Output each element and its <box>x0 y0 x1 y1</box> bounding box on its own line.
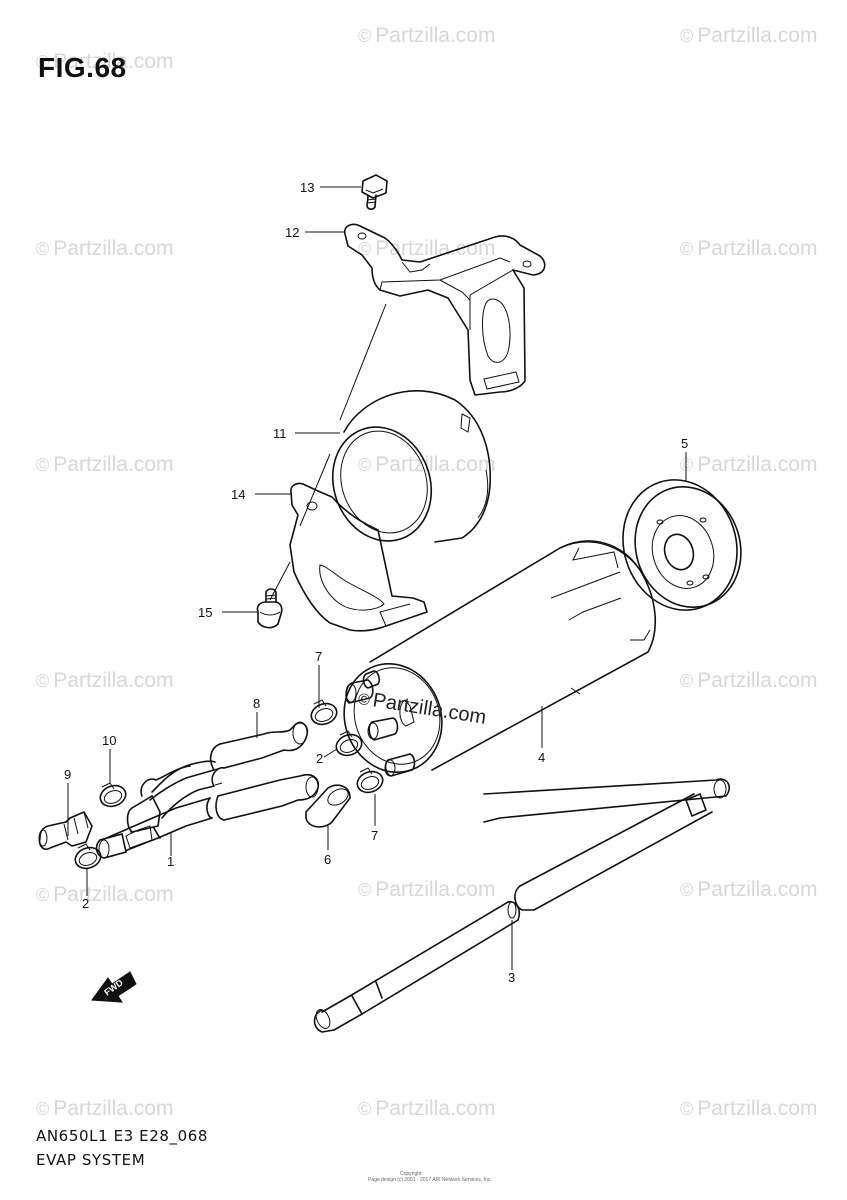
watermark: ©Partzilla.com <box>36 669 174 692</box>
diagram-code: AN650L1 E3 E28_068 <box>36 1127 209 1145</box>
callout-15: 15 <box>198 605 212 620</box>
callout-11: 11 <box>273 426 287 441</box>
watermark: ©Partzilla.com <box>358 24 496 47</box>
callout-3: 3 <box>508 970 515 985</box>
callout-7-lower: 7 <box>371 828 378 843</box>
callout-6: 6 <box>324 852 331 867</box>
watermark: ©Partzilla.com <box>680 669 818 692</box>
copyright-line-2: Page design (c) 2001 - 2017 ARI Network … <box>368 1177 492 1183</box>
part-1-hose <box>95 773 320 859</box>
callout-5: 5 <box>681 436 688 451</box>
callout-12: 12 <box>285 225 299 240</box>
part-6-short-hose <box>305 784 351 828</box>
system-name: EVAP SYSTEM <box>36 1151 146 1169</box>
callout-13: 13 <box>300 180 314 195</box>
part-11-cushion-ring <box>331 390 492 543</box>
part-9-fitting <box>38 811 93 851</box>
callout-10: 10 <box>102 733 116 748</box>
watermark: ©Partzilla.com <box>36 237 174 260</box>
watermark: ©Partzilla.com <box>36 883 174 906</box>
part-2-clamp <box>74 843 102 870</box>
part-5-end-cap <box>622 479 742 611</box>
callout-2-lower: 2 <box>82 896 89 911</box>
callout-1: 1 <box>167 854 174 869</box>
part-15-bolt <box>256 588 283 629</box>
part-13-bolt <box>361 174 388 210</box>
part-10-clamp <box>99 782 127 808</box>
copyright-line-1: Copyright <box>400 1171 422 1177</box>
callout-4: 4 <box>538 750 545 765</box>
part-12-upper-bracket <box>343 223 546 396</box>
watermark: ©Partzilla.com <box>358 878 496 901</box>
part-3-long-hose <box>313 778 731 1033</box>
watermark: ©Partzilla.com <box>358 1097 496 1120</box>
callout-7-upper: 7 <box>315 649 322 664</box>
watermark: ©Partzilla.com <box>680 878 818 901</box>
watermark: ©Partzilla.com <box>680 453 818 476</box>
callout-9: 9 <box>64 767 71 782</box>
watermark: ©Partzilla.com <box>36 50 174 73</box>
watermark: ©Partzilla.com <box>680 237 818 260</box>
leader-lines <box>67 186 687 970</box>
part-14-lower-bracket <box>289 482 428 632</box>
part-8-hose <box>126 721 309 839</box>
callout-2-mid: 2 <box>316 751 323 766</box>
part-7-clamp-lower <box>356 767 384 794</box>
figure-title: FIG.68 <box>38 52 127 83</box>
part-4-canister <box>343 540 657 777</box>
callout-8: 8 <box>253 696 260 711</box>
fwd-arrow-icon: FWD <box>91 971 137 1003</box>
watermark: ©Partzilla.com <box>680 1097 818 1120</box>
watermark: ©Partzilla.com <box>36 453 174 476</box>
watermark: ©Partzilla.com <box>36 1097 174 1120</box>
watermark: ©Partzilla.com <box>680 24 818 47</box>
part-7-clamp-upper <box>310 699 338 726</box>
callout-14: 14 <box>231 487 245 502</box>
watermark: ©Partzilla.com <box>358 453 496 476</box>
